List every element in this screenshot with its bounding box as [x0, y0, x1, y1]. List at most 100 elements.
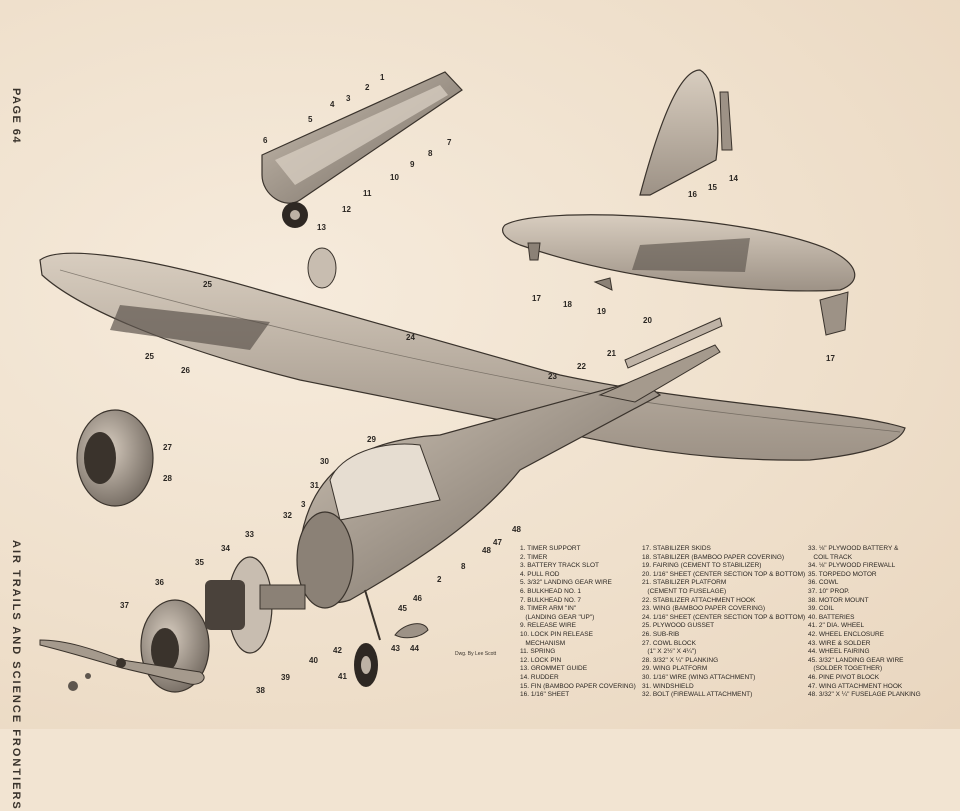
legend-item: 45. 3/32" LANDING GEAR WIRE [808, 656, 904, 664]
callout: 42 [333, 646, 342, 655]
callout: 17 [532, 294, 541, 303]
legend-item: 47. WING ATTACHMENT HOOK [808, 682, 903, 690]
callout-labels: 1 2 3 4 5 6 7 8 9 10 11 12 13 14 15 16 1… [120, 73, 835, 695]
legend-item: 29. WING PLATFORM [642, 665, 708, 673]
legend-item: 8. TIMER ARM "IN" [520, 605, 577, 613]
legend-item: COIL TRACK [808, 553, 853, 561]
callout: 33 [245, 530, 254, 539]
legend-item: 22. STABILIZER ATTACHMENT HOOK [642, 596, 756, 604]
parts-legend-column-3: 33. ⅛" PLYWOOD BATTERY & COIL TRACK 34. … [808, 545, 921, 700]
legend-item: 3. BATTERY TRACK SLOT [520, 562, 599, 570]
callout: 25 [203, 280, 212, 289]
legend-item: 1. TIMER SUPPORT [520, 545, 581, 552]
callout: 3 [301, 500, 306, 509]
callout: 20 [643, 316, 652, 325]
legend-item: (LANDING GEAR "UP") [520, 613, 595, 621]
callout: 25 [145, 352, 154, 361]
legend-item: 33. ⅛" PLYWOOD BATTERY & [808, 545, 899, 552]
callout: 10 [390, 173, 399, 182]
legend-item: 15. FIN (BAMBOO PAPER COVERING) [520, 682, 636, 690]
callout: 14 [729, 174, 738, 183]
legend-item: 12. LOCK PIN [520, 656, 562, 664]
callout: 6 [263, 136, 268, 145]
callout: 21 [607, 349, 616, 358]
callout: 45 [398, 604, 407, 613]
legend-item: 36. COWL [808, 579, 839, 587]
legend-item: 32. BOLT (FIREWALL ATTACHMENT) [642, 691, 753, 699]
legend-item: 38. MOTOR MOUNT [808, 596, 869, 604]
legend-item: 17. STABILIZER SKIDS [642, 545, 711, 552]
legend-item: 21. STABILIZER PLATFORM [642, 579, 727, 587]
legend-item: 35. TORPEDO MOTOR [808, 570, 877, 578]
callout: 16 [688, 190, 697, 199]
callout: 39 [281, 673, 290, 682]
callout: 46 [413, 594, 422, 603]
legend-item: 39. COIL [808, 605, 835, 613]
legend-item: 40. BATTERIES [808, 613, 855, 621]
legend-item: MECHANISM [520, 639, 566, 647]
legend-item: 13. GROMMET GUIDE [520, 665, 588, 673]
callout: 2 [437, 575, 442, 584]
callout: 36 [155, 578, 164, 587]
parts-legend-column-1: 1. TIMER SUPPORT 2. TIMER 3. BATTERY TRA… [520, 545, 636, 700]
callout: 4 [330, 100, 335, 109]
callout: 3 [346, 94, 351, 103]
legend-item: 10. LOCK PIN RELEASE [520, 630, 593, 638]
legend-item: 44. WHEEL FAIRING [808, 648, 870, 656]
legend-item: 43. WIRE & SOLDER [808, 639, 871, 647]
legend-item: 30. 1/16" WIRE (WING ATTACHMENT) [642, 673, 756, 681]
callout: 27 [163, 443, 172, 452]
legend-item: 7. BULKHEAD NO. 7 [520, 596, 582, 604]
legend-item: 6. BULKHEAD NO. 1 [520, 587, 582, 595]
legend-item: 34. ⅛" PLYWOOD FIREWALL [808, 562, 896, 570]
callout: 28 [163, 474, 172, 483]
legend-item: 37. 10" PROP. [808, 587, 850, 595]
callout: 1 [380, 73, 385, 82]
legend-item: 5. 3/32" LANDING GEAR WIRE [520, 579, 612, 587]
callout: 26 [181, 366, 190, 375]
stabilizer [502, 214, 856, 336]
callout: 41 [338, 672, 347, 681]
legend-item: (1" x 2½" x 4¼") [642, 648, 697, 656]
callout: 48 [512, 525, 521, 534]
callout: 43 [391, 644, 400, 653]
callout: 22 [577, 362, 586, 371]
callout: 8 [461, 562, 466, 571]
callout: 38 [256, 686, 265, 695]
cowl-block [76, 409, 154, 507]
legend-item: 28. 3/32" x ¼" PLANKING [642, 656, 719, 664]
legend-item: 25. PLYWOOD GUSSET [642, 622, 715, 630]
callout: 29 [367, 435, 376, 444]
legend-item: 26. SUB-RIB [642, 630, 680, 638]
callout: 5 [308, 115, 313, 124]
legend-item: (CEMENT TO FUSELAGE) [642, 587, 727, 595]
legend-item: 46. PINE PIVOT BLOCK [808, 673, 880, 681]
callout: 31 [310, 481, 319, 490]
callout: 18 [563, 300, 572, 309]
callout: 2 [365, 83, 370, 92]
exploded-airplane-drawing: 1 2 3 4 5 6 7 8 9 10 11 12 13 14 15 16 1… [39, 69, 906, 695]
main-wing [39, 252, 906, 461]
legend-item: 31. WINDSHIELD [642, 682, 694, 690]
legend-item: 4. PULL ROD [520, 570, 560, 578]
legend-item: (SOLDER TOGETHER) [808, 665, 883, 673]
callout: 23 [548, 372, 557, 381]
motor-and-firewall [205, 556, 306, 654]
legend-item: 2. TIMER [520, 553, 548, 561]
legend-item: 19. FAIRING (CEMENT TO STABILIZER) [642, 562, 762, 570]
callout: 48 [482, 546, 491, 555]
callout: 47 [493, 538, 502, 547]
legend-item: 9. RELEASE WIRE [520, 622, 576, 630]
fuselage [296, 317, 723, 609]
callout: 13 [317, 223, 326, 232]
legend-item: 14. RUDDER [520, 673, 559, 681]
callout: 32 [283, 511, 292, 520]
legend-item: 16. 1/16" SHEET [520, 691, 570, 699]
callout: 35 [195, 558, 204, 567]
propeller [39, 639, 205, 691]
callout: 17 [826, 354, 835, 363]
legend-item: 48. 3/32" x ¼" FUSELAGE PLANKING [808, 691, 921, 699]
fin-and-rudder [639, 69, 733, 196]
callout: 30 [320, 457, 329, 466]
